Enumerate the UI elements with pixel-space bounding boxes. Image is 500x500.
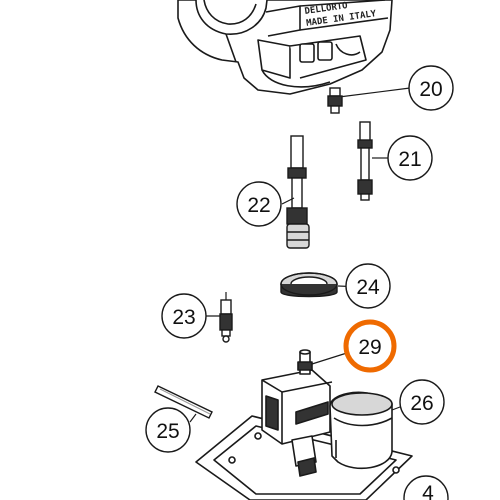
part-21-tube <box>357 121 388 201</box>
callout-25-label: 25 <box>156 420 179 443</box>
part-23-float-needle <box>219 292 233 343</box>
callout-24: 24 <box>345 263 391 309</box>
callout-25: 25 <box>145 407 191 453</box>
callout-23: 23 <box>161 293 207 339</box>
callout-21-label: 21 <box>398 148 421 171</box>
float-bowl-assembly <box>195 349 413 500</box>
callout-22-label: 22 <box>247 194 270 217</box>
callout-29: 29 <box>343 319 397 373</box>
part-25-pin <box>154 385 213 419</box>
callout-20-label: 20 <box>419 78 442 101</box>
callout-22: 22 <box>236 181 282 227</box>
part-22-emulsion-tube <box>286 135 310 249</box>
callout-23-label: 23 <box>172 306 195 329</box>
part-24-washer <box>280 272 338 298</box>
callout-26: 26 <box>399 379 445 425</box>
callout-21: 21 <box>387 135 433 181</box>
part-20-jet <box>327 87 411 114</box>
callout-partial: 4 <box>403 475 449 500</box>
callout-24-label: 24 <box>356 276 380 299</box>
callout-partial-label: 4 <box>422 482 434 500</box>
carburetor-body <box>177 0 393 95</box>
callout-29-label: 29 <box>358 336 381 359</box>
callout-26-label: 26 <box>410 392 433 415</box>
callout-20: 20 <box>408 65 454 111</box>
